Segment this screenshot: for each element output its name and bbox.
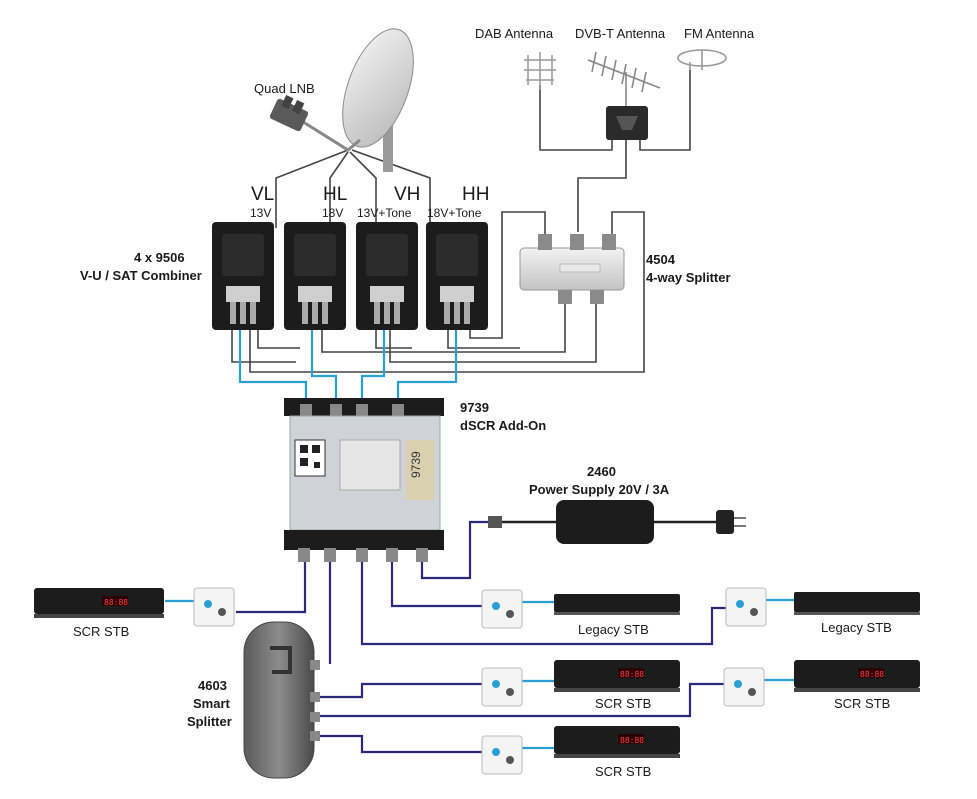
hl-label: HL bbox=[323, 184, 348, 205]
wall-socket-3 bbox=[725, 587, 767, 627]
combiner-hh bbox=[426, 222, 488, 330]
scr-stb-label-1: SCR STB bbox=[73, 624, 130, 639]
vl-voltage: 13V bbox=[250, 206, 272, 220]
quad-lnb-label: Quad LNB bbox=[254, 81, 315, 96]
power-supply-icon bbox=[488, 500, 746, 544]
wall-socket-6 bbox=[481, 735, 523, 775]
hh-voltage: 18V+Tone bbox=[427, 206, 482, 220]
smart-code-label: 4603 bbox=[198, 678, 227, 693]
legacy-stb-1 bbox=[554, 594, 680, 615]
psu-name-label: Power Supply 20V / 3A bbox=[529, 482, 670, 497]
dscr-model-text: 9739 bbox=[409, 451, 423, 478]
dscr-module-icon bbox=[284, 398, 444, 562]
scr-stb-3: 88:88 bbox=[794, 660, 920, 692]
fm-antenna-icon bbox=[677, 49, 727, 70]
scr-stb-2: 88:88 bbox=[554, 660, 680, 692]
combiner-hl bbox=[284, 222, 346, 330]
scr-stb-label-2: SCR STB bbox=[595, 696, 652, 711]
dab-antenna-icon bbox=[524, 52, 556, 90]
lnb-icon bbox=[269, 94, 309, 132]
combiner-code-label: 4 x 9506 bbox=[134, 250, 185, 265]
psu-code-label: 2460 bbox=[587, 464, 616, 479]
stb-display: 88:88 bbox=[860, 670, 884, 679]
dvbt-antenna-label: DVB-T Antenna bbox=[575, 26, 666, 41]
hh-label: HH bbox=[462, 184, 490, 205]
wall-socket-2 bbox=[481, 589, 523, 629]
dab-antenna-label: DAB Antenna bbox=[475, 26, 554, 41]
smart-name1-label: Smart bbox=[193, 696, 230, 711]
scr-stb-label-3: SCR STB bbox=[834, 696, 891, 711]
splitter-name-label: 4-way Splitter bbox=[646, 270, 731, 285]
wall-socket-1 bbox=[193, 587, 235, 627]
stb-display: 88:88 bbox=[104, 598, 128, 607]
splitter-code-label: 4504 bbox=[646, 252, 675, 267]
vl-label: VL bbox=[251, 184, 275, 205]
cables-gray bbox=[231, 70, 691, 373]
legacy-stb-label-2: Legacy STB bbox=[821, 620, 892, 635]
hl-voltage: 18V bbox=[322, 206, 344, 220]
legacy-stb-label-1: Legacy STB bbox=[578, 622, 649, 637]
scr-stb-1: 88:88 bbox=[34, 588, 164, 618]
wall-socket-5 bbox=[723, 667, 765, 707]
scr-stb-label-4: SCR STB bbox=[595, 764, 652, 779]
dvbt-antenna-icon bbox=[587, 51, 661, 108]
cables-navy bbox=[236, 520, 728, 754]
stb-display: 88:88 bbox=[620, 670, 644, 679]
splitter-icon bbox=[519, 234, 625, 304]
wall-socket-4 bbox=[481, 667, 523, 707]
vh-label: VH bbox=[394, 184, 421, 205]
fm-antenna-label: FM Antenna bbox=[684, 26, 755, 41]
dscr-code-label: 9739 bbox=[460, 400, 489, 415]
satellite-dish-icon bbox=[299, 28, 414, 172]
dscr-name-label: dSCR Add-On bbox=[460, 418, 547, 433]
smart-name2-label: Splitter bbox=[187, 714, 232, 729]
stb-display: 88:88 bbox=[620, 736, 644, 745]
legacy-stb-2 bbox=[794, 592, 920, 615]
combiner-vh bbox=[356, 222, 418, 330]
combiner-name-label: V-U / SAT Combiner bbox=[80, 268, 202, 283]
scr-stb-4: 88:88 bbox=[554, 726, 680, 758]
vh-voltage: 13V+Tone bbox=[357, 206, 412, 220]
combiner-vl bbox=[212, 222, 274, 330]
amplifier-icon bbox=[606, 106, 648, 140]
smart-splitter-icon bbox=[243, 621, 320, 779]
